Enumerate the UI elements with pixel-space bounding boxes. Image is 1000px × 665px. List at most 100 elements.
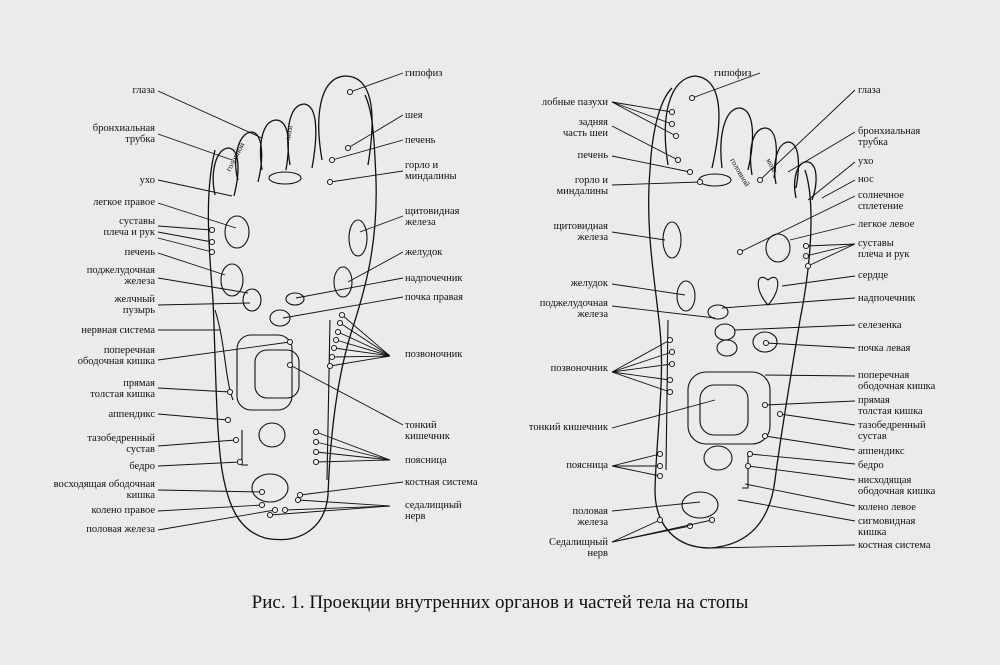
leader-line xyxy=(611,399,716,429)
leader-line xyxy=(611,283,686,296)
leader-line xyxy=(747,465,856,481)
point-marker xyxy=(332,336,340,344)
leader-line xyxy=(315,459,391,463)
leader-line xyxy=(611,363,673,373)
point-marker xyxy=(666,336,674,344)
left-foot-outline xyxy=(207,94,377,541)
lf-label-spine: позвоночник xyxy=(405,349,463,360)
rf-label-lumbar: поясница xyxy=(566,460,608,471)
point-marker xyxy=(258,488,266,496)
rf-label-solar-plexus: солнечное сплетение xyxy=(858,190,904,212)
right-toe-label-2: мозг xyxy=(764,157,780,176)
leader-line xyxy=(157,252,226,276)
left-zone-hip xyxy=(258,422,286,448)
point-marker xyxy=(666,376,674,384)
leader-line xyxy=(157,133,233,161)
point-marker xyxy=(668,360,676,368)
lf-label-transverse-colon: поперечная ободочная кишка xyxy=(77,345,155,367)
leader-line xyxy=(157,439,237,447)
leader-line xyxy=(611,351,673,373)
point-marker xyxy=(312,438,320,446)
point-marker xyxy=(294,496,302,504)
point-marker xyxy=(258,501,266,509)
leader-line xyxy=(781,275,856,287)
point-marker xyxy=(336,319,344,327)
rf-label-back-neck: задняя часть шеи xyxy=(563,117,608,139)
leader-line xyxy=(611,101,673,125)
left-foot: головной мозг xyxy=(207,75,377,541)
leader-line xyxy=(339,322,391,357)
leader-line xyxy=(315,431,391,461)
point-marker xyxy=(236,458,244,466)
point-marker xyxy=(656,450,664,458)
point-marker xyxy=(328,353,336,361)
leader-line xyxy=(611,519,661,543)
leader-line xyxy=(611,181,701,186)
point-marker xyxy=(668,120,676,128)
left-toe-3 xyxy=(259,119,289,171)
rf-label-thyroid: щитовидная железа xyxy=(553,221,608,243)
leader-line xyxy=(765,342,856,349)
point-marker xyxy=(208,248,216,256)
right-zone-thyroid xyxy=(662,221,682,259)
right-zone-throat xyxy=(698,173,732,187)
point-marker xyxy=(776,410,784,418)
point-marker xyxy=(328,156,336,164)
leader-line xyxy=(359,215,404,233)
lf-label-appendix: аппендикс xyxy=(108,409,155,420)
left-zone-intestine xyxy=(254,349,300,399)
point-marker xyxy=(668,108,676,116)
point-marker xyxy=(344,144,352,152)
leader-line xyxy=(157,202,237,229)
rf-label-stomach: желудок xyxy=(570,278,608,289)
point-marker xyxy=(312,458,320,466)
point-marker xyxy=(672,132,680,140)
lf-label-small-intestine: тонкий кишечник xyxy=(405,420,450,442)
rf-label-nose: нос xyxy=(858,174,874,185)
point-marker xyxy=(686,168,694,176)
leader-line xyxy=(329,355,391,367)
leader-line xyxy=(611,465,661,477)
left-zone-thyroid xyxy=(348,219,368,257)
leader-line xyxy=(611,305,716,319)
leader-line xyxy=(611,453,661,467)
right-zone-genital xyxy=(681,491,719,519)
leader-line xyxy=(805,243,856,257)
rf-label-transverse-colon: поперечная ободочная кишка xyxy=(858,370,936,392)
rf-label-sigmoid: сигмовидная кишка xyxy=(858,516,916,538)
rf-label-genital: половая железа xyxy=(572,506,608,528)
leader-line xyxy=(284,505,391,511)
rf-label-eyes: глаза xyxy=(858,85,881,96)
left-zone-colon xyxy=(236,334,293,411)
right-zone-heart xyxy=(757,277,779,306)
leader-line xyxy=(611,371,671,393)
point-marker xyxy=(802,252,810,260)
leader-line xyxy=(807,243,856,267)
point-marker xyxy=(232,436,240,444)
right-foot: головной мозг xyxy=(648,75,817,549)
leader-line xyxy=(611,155,691,173)
leader-line xyxy=(157,90,263,139)
point-marker xyxy=(326,362,334,370)
lf-label-kidney: почка правая xyxy=(405,292,463,303)
leader-line xyxy=(297,499,391,507)
point-marker xyxy=(326,178,334,186)
right-toe-4 xyxy=(774,141,800,189)
right-toe-5 xyxy=(793,161,817,201)
point-marker xyxy=(656,472,664,480)
point-marker xyxy=(312,448,320,456)
lf-label-ear: ухо xyxy=(139,175,155,186)
point-marker xyxy=(746,450,754,458)
rf-label-throat: горло и миндалины xyxy=(556,175,608,197)
lf-label-neck: шея xyxy=(405,110,423,121)
leader-line xyxy=(157,277,249,294)
point-marker xyxy=(296,491,304,499)
lf-label-sciatic: седалищный нерв xyxy=(405,500,462,522)
point-marker xyxy=(656,516,664,524)
point-marker xyxy=(208,238,216,246)
right-zone-spine xyxy=(665,319,669,471)
leader-line xyxy=(157,302,251,306)
point-marker xyxy=(761,432,769,440)
right-foot-outline xyxy=(648,87,812,549)
point-marker xyxy=(674,156,682,164)
